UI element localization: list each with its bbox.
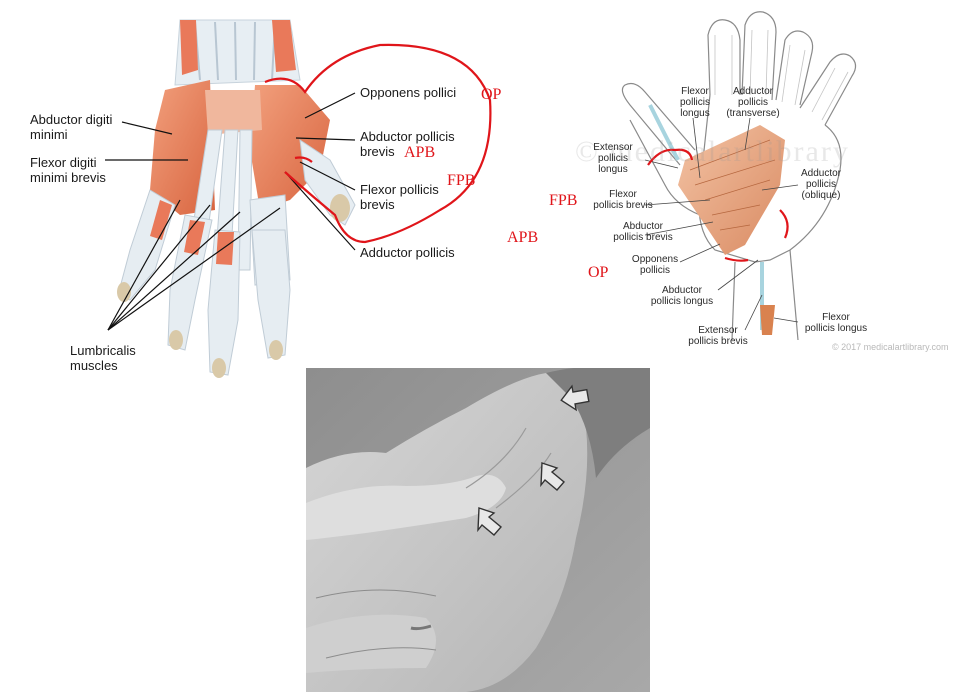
annotation-op-left: OP — [481, 86, 502, 103]
annotation-op-right: OP — [588, 264, 609, 281]
label-flexor-pollicis-longus-top: Flexor pollicis longus — [679, 86, 710, 119]
annotation-fpb-right: FPB — [549, 192, 578, 209]
arrow-icon — [540, 462, 565, 491]
label-adductor-pollicis-transverse: Adductor pollicis (transverse) — [726, 86, 780, 119]
label-flexor-pollicis-longus-bottom: Flexor pollicis longus — [804, 312, 868, 334]
label-abductor-pollicis-brevis: Abductor pollicis brevis — [360, 129, 455, 159]
label-flexor-digiti-minimi-brevis: Flexor digiti minimi brevis — [30, 155, 106, 185]
watermark-large: © medicalartlibrary — [575, 135, 850, 168]
label-adductor-pollicis: Adductor pollicis — [360, 245, 455, 260]
label-lumbricalis-muscles: Lumbricalis muscles — [70, 343, 136, 373]
arrow-icon — [477, 507, 502, 536]
annotation-apb-left: APB — [404, 144, 436, 161]
left-hand-diagram: Abductor digiti minimi Flexor digiti min… — [0, 0, 502, 395]
label-abductor-digiti-minimi: Abductor digiti minimi — [30, 112, 113, 142]
watermark-text: © 2017 medicalartlibrary.com — [832, 342, 949, 352]
label-adductor-pollicis-oblique: Adductor pollicis (oblique) — [800, 168, 842, 201]
label-flexor-pollicis-brevis-right: Flexor pollicis brevis — [593, 189, 653, 211]
label-opponens-pollicis-right: Opponens pollicis — [631, 254, 679, 276]
label-abductor-pollicis-brevis-right: Abductor pollicis brevis — [613, 221, 673, 243]
right-hand-diagram: © medicalartlibrary Flexor pollicis long… — [500, 0, 980, 365]
arrow-icon — [560, 384, 590, 412]
annotation-fpb-left: FPB — [447, 172, 476, 189]
right-hand-illustration — [621, 11, 857, 341]
label-extensor-pollicis-brevis: Extensor pollicis brevis — [688, 325, 748, 347]
label-abductor-pollicis-longus: Abductor pollicis longus — [650, 285, 714, 307]
hand-photo-illustration — [306, 368, 650, 692]
label-opponens-pollicis: Opponens pollici — [360, 85, 457, 100]
label-extensor-pollicis-longus: Extensor pollicis longus — [593, 142, 633, 175]
label-flexor-pollicis-brevis: Flexor pollicis brevis — [360, 182, 439, 212]
left-hand-illustration — [105, 19, 492, 378]
annotation-apb-right: APB — [507, 229, 539, 246]
thenar-photo — [306, 368, 650, 692]
